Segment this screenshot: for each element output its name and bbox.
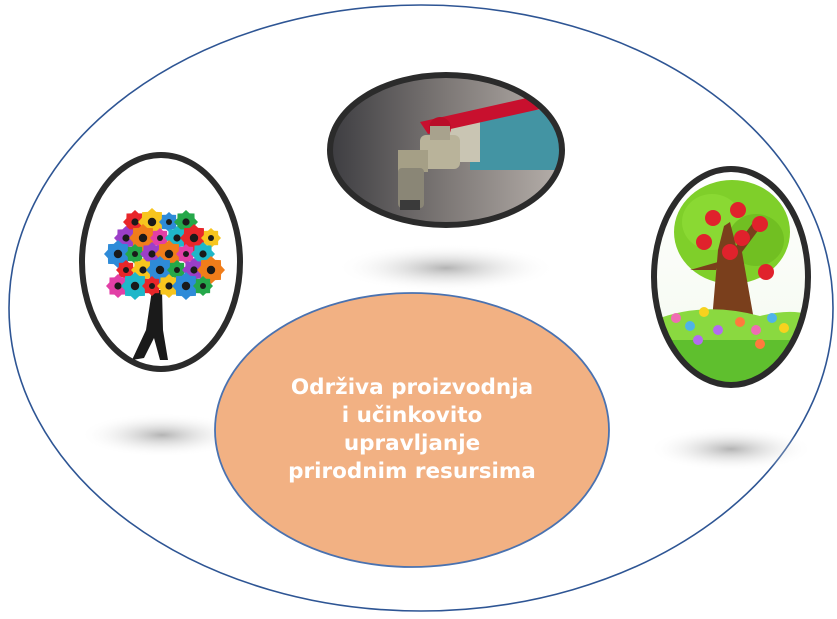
gear-hub-icon (183, 251, 189, 257)
gear-hub-icon (123, 267, 129, 273)
gear-hub-icon (122, 234, 130, 242)
gear-hub-icon (130, 281, 140, 291)
gear-hub-icon (147, 217, 157, 227)
gear-hub-icon (190, 266, 198, 274)
center-label-line-3: upravljanje (343, 431, 481, 456)
gear-hub-icon (132, 251, 138, 257)
gear-hub-icon (155, 265, 165, 275)
gear-hub-icon (149, 283, 155, 289)
gear-hub-icon (189, 233, 199, 243)
gear-hub-icon (174, 267, 180, 273)
gear-hub-icon (157, 235, 163, 241)
flower-icon (671, 313, 681, 323)
flower-icon (685, 321, 695, 331)
gear-hub-icon (181, 281, 191, 291)
apple-shadow (649, 427, 813, 471)
gear-hub-icon (200, 283, 206, 289)
flower-icon (755, 339, 765, 349)
tap-shadow (336, 244, 556, 292)
apple-icon (734, 230, 750, 246)
flower-icon (779, 323, 789, 333)
gear-hub-icon (165, 282, 173, 290)
gear-hub-icon (182, 218, 190, 226)
water-tap-picture (327, 72, 565, 228)
apple-icon (730, 202, 746, 218)
center-label-line-2: i učinkovito (341, 403, 483, 428)
center-label: Održiva proizvodnja i učinkovito upravlj… (262, 355, 562, 505)
apple-icon (705, 210, 721, 226)
flower-icon (735, 317, 745, 327)
gear-hub-icon (139, 266, 147, 274)
gear-hub-icon (166, 219, 172, 225)
gear-tree-picture (79, 152, 243, 372)
center-ellipse (214, 292, 610, 568)
gear-hub-icon (113, 249, 123, 259)
gear-hub-icon (206, 265, 216, 275)
gear-hub-icon (114, 282, 122, 290)
gears-shadow (80, 413, 244, 457)
gear-hub-icon (199, 250, 207, 258)
apple-icon (758, 264, 774, 280)
apple-icon (752, 216, 768, 232)
center-label-line-1: Održiva proizvodnja (290, 375, 534, 400)
flower-icon (699, 307, 709, 317)
gear-hub-icon (138, 233, 148, 243)
gear-hub-icon (208, 235, 214, 241)
apple-icon (696, 234, 712, 250)
apple-icon (722, 244, 738, 260)
flower-icon (713, 325, 723, 335)
gear-hub-icon (148, 250, 156, 258)
gear-hub-icon (131, 218, 139, 226)
gear-hub-icon (164, 249, 174, 259)
gear-hub-icon (173, 234, 181, 242)
flower-icon (751, 325, 761, 335)
flower-icon (693, 335, 703, 345)
center-label-line-4: prirodnim resursima (288, 459, 536, 484)
flower-icon (767, 313, 777, 323)
